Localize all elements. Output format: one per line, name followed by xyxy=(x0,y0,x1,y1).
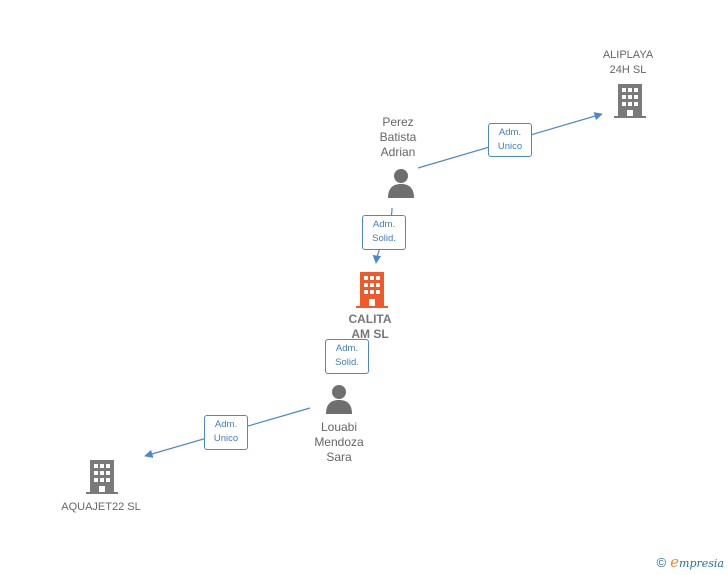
edge-label-perez-aliplaya[interactable]: Adm. Unico xyxy=(488,123,532,157)
footer-brand: © empresia xyxy=(657,553,724,571)
brand-logo: empresia xyxy=(670,553,724,571)
node-label-aliplaya: ALIPLAYA 24H SL xyxy=(602,49,654,76)
edge-label-louabi-calita[interactable]: Adm. Solid. xyxy=(325,339,369,374)
node-label-perez: Perez Batista Adrian xyxy=(379,115,417,159)
copyright-symbol: © xyxy=(656,554,667,570)
person-icon[interactable] xyxy=(386,168,416,198)
edge-label-perez-calita[interactable]: Adm. Solid. xyxy=(362,215,406,250)
node-label-calita: CALITA AM SL xyxy=(348,312,392,341)
building-icon[interactable] xyxy=(614,84,646,118)
node-label-louabi: Louabi Mendoza Sara xyxy=(314,420,364,464)
person-icon[interactable] xyxy=(324,384,354,414)
node-label-aquajet: AQUAJET22 SL xyxy=(61,501,141,513)
building-main-icon[interactable] xyxy=(356,272,388,308)
building-icon[interactable] xyxy=(86,460,118,494)
edge-label-louabi-aquajet[interactable]: Adm. Unico xyxy=(204,415,248,450)
